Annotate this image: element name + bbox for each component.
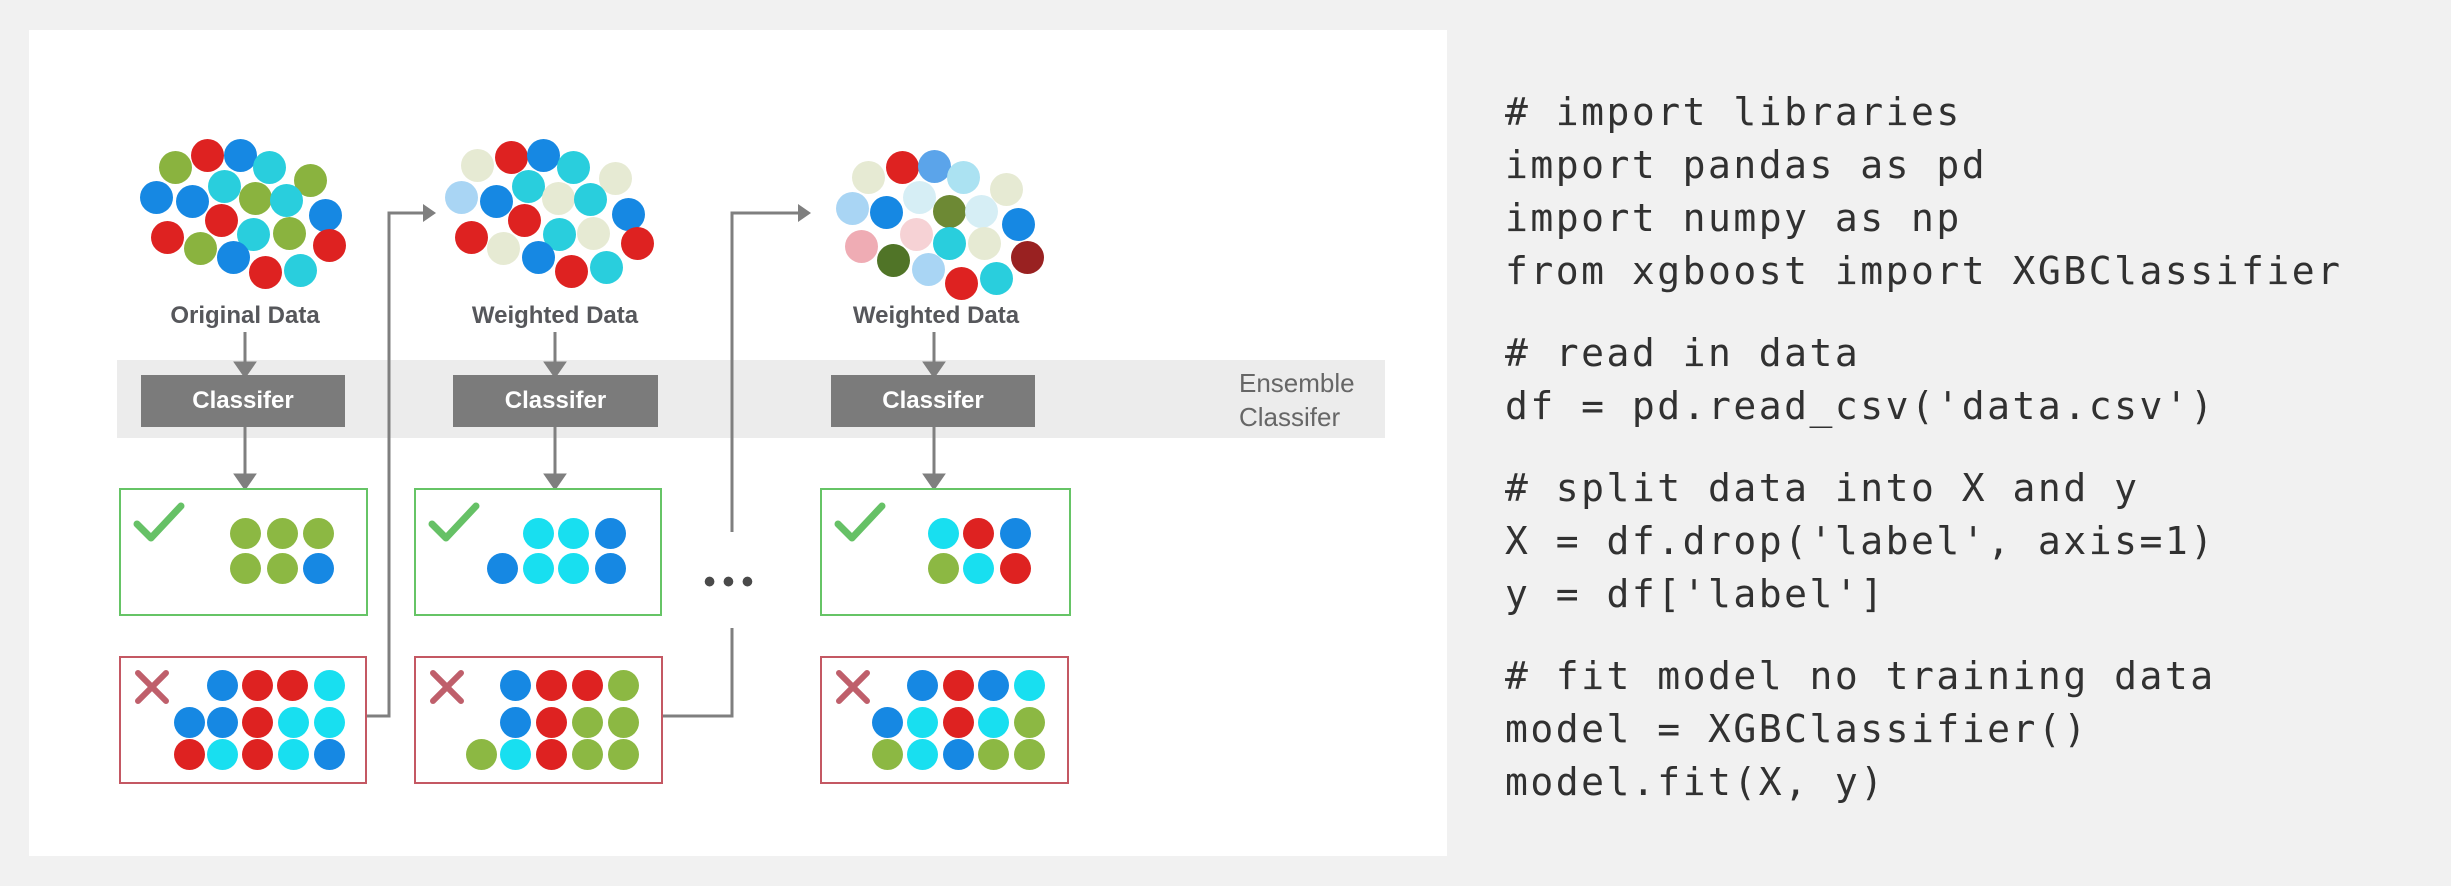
correct-classification-box (119, 488, 368, 616)
check-icon (834, 502, 886, 542)
cluster-label-weighted-data: Weighted Data (852, 302, 1020, 329)
arrow-down-icon (233, 427, 257, 491)
arrow-down-icon (922, 332, 946, 379)
correct-classification-box (414, 488, 662, 616)
x-icon (430, 670, 464, 704)
x-icon (135, 670, 169, 704)
classifier-box: Classifer (141, 375, 345, 427)
flow-connectors (233, 204, 946, 718)
code-block-fit-model: # fit model no training data model = XGB… (1505, 654, 2216, 804)
wrong-classification-box (414, 656, 663, 784)
wrong-classification-box (820, 656, 1069, 784)
classifier-box: Classifer (453, 375, 658, 427)
check-icon (133, 502, 185, 542)
boosting-diagram-card: Original Data Weighted Data Weighted Dat… (29, 30, 1447, 856)
arrow-down-icon (543, 427, 567, 491)
arrow-down-icon (543, 332, 567, 379)
code-block-imports: # import libraries import pandas as pd i… (1505, 90, 2343, 293)
arrow-down-icon (233, 332, 257, 379)
feedback-connector-arrow-icon (659, 211, 798, 718)
check-icon (428, 502, 480, 542)
cluster-label-original-data: Original Data (170, 302, 320, 329)
classifier-box: Classifer (831, 375, 1035, 427)
code-block-split-data: # split data into X and y X = df.drop('l… (1505, 466, 2216, 616)
x-icon (836, 670, 870, 704)
code-panel: # import libraries import pandas as pd i… (1505, 86, 2435, 838)
feedback-connector-arrow-icon (363, 211, 423, 718)
wrong-classification-box (119, 656, 367, 784)
arrow-down-icon (922, 427, 946, 491)
ensemble-classifier-label: Ensemble Classifer (1239, 368, 1355, 432)
cluster-label-weighted-data: Weighted Data (471, 302, 639, 329)
ellipsis-dots: ••• (703, 563, 761, 601)
correct-classification-box (820, 488, 1071, 616)
code-block-read-data: # read in data df = pd.read_csv('data.cs… (1505, 331, 2216, 428)
arrow-right-head-icon (798, 204, 811, 222)
arrow-right-head-icon (423, 204, 436, 222)
